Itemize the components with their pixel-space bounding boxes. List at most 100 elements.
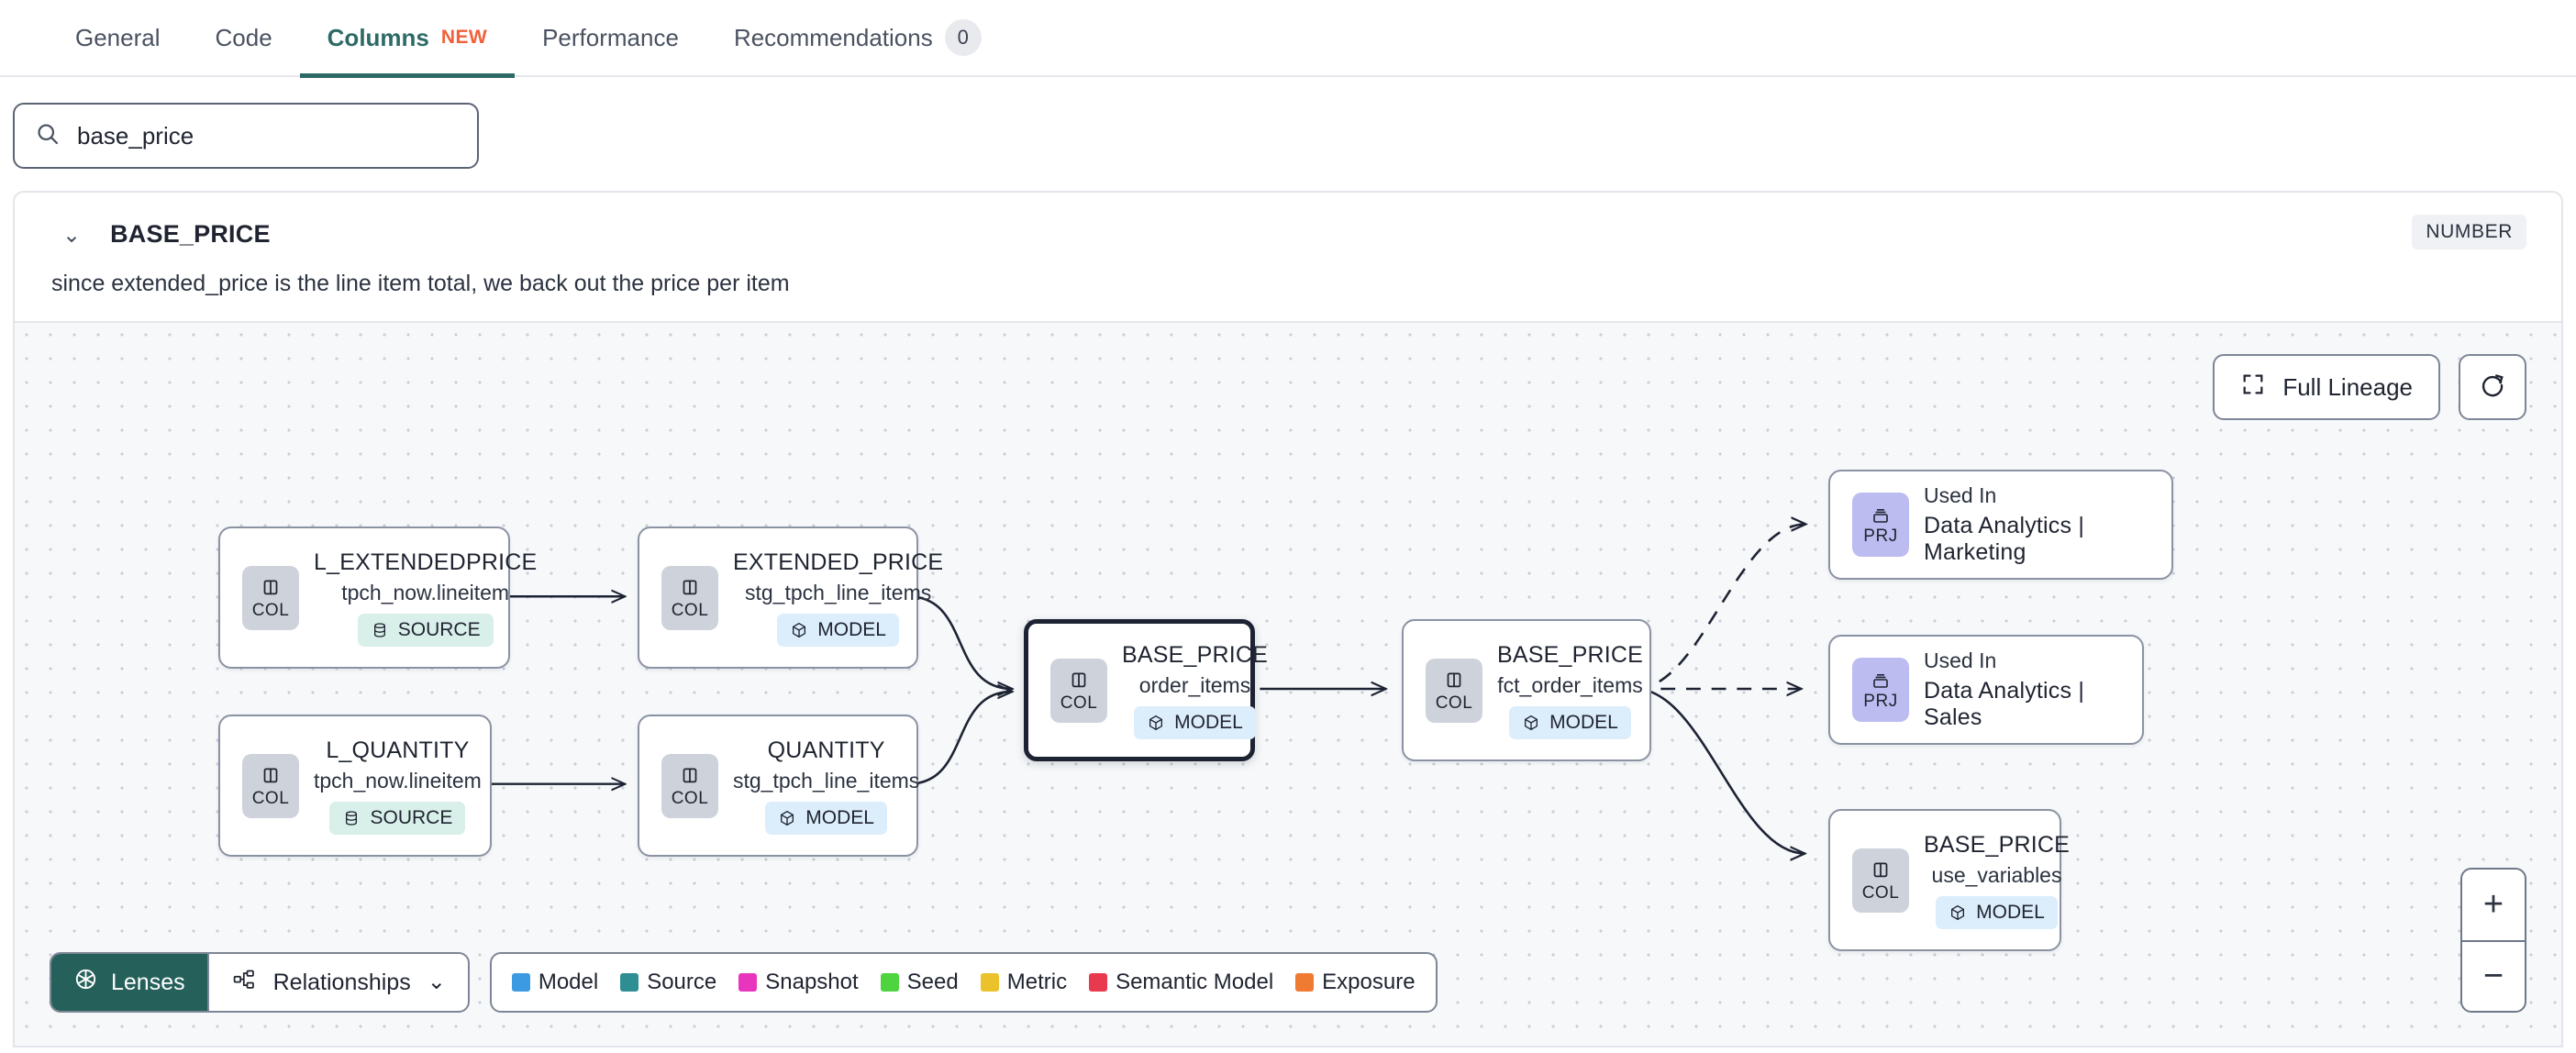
chevron-down-icon: ⌄ — [427, 969, 446, 994]
tab-label: Code — [215, 23, 272, 51]
tab-bar: General Code Columns NEW Performance Rec… — [0, 0, 2576, 78]
column-name: BASE_PRICE — [110, 220, 271, 248]
full-lineage-button[interactable]: Full Lineage — [2213, 354, 2440, 420]
zoom-in-button[interactable]: + — [2482, 885, 2504, 924]
database-icon — [346, 810, 358, 826]
node-subtitle: use_variables — [1931, 862, 2062, 887]
relationships-label: Relationships — [272, 969, 411, 995]
node-pill-label: SOURCE — [370, 806, 453, 828]
lineage-node-l-extendedprice[interactable]: COL L_EXTENDEDPRICE tpch_now.lineitem SO… — [218, 526, 537, 669]
legend-item-model: Model — [511, 970, 599, 995]
node-project-name: Data Analytics | Sales — [1924, 678, 2085, 730]
chevron-down-icon[interactable]: ⌄ — [62, 222, 82, 248]
search-box[interactable] — [13, 103, 479, 169]
tab-code[interactable]: Code — [188, 0, 300, 76]
lineage-edges — [484, 323, 2561, 1046]
node-pill-label: SOURCE — [397, 618, 481, 640]
lineage-node-base-price-order-items[interactable]: COL BASE_PRICE order_items MODEL — [1024, 619, 1268, 761]
aperture-icon — [73, 967, 98, 998]
legend-label: Exposure — [1322, 970, 1416, 994]
legend-item-exposure: Exposure — [1295, 970, 1416, 995]
lineage-node-base-price-use-variables[interactable]: COL BASE_PRICE use_variables MODEL — [1828, 809, 2070, 951]
tab-columns[interactable]: Columns NEW — [299, 0, 516, 78]
tab-label: Recommendations — [733, 23, 933, 51]
legend-swatch — [880, 973, 899, 992]
column-header: ⌄ BASE_PRICE NUMBER — [15, 193, 2561, 249]
legend-label: Source — [647, 970, 717, 994]
node-title: BASE_PRICE — [1497, 641, 1644, 668]
node-kind-label: COL — [1435, 693, 1473, 713]
legend-swatch — [1295, 973, 1315, 992]
node-body: EXTENDED_PRICE stg_tpch_line_items MODEL — [733, 549, 967, 647]
lineage-node-extended-price[interactable]: COL EXTENDED_PRICE stg_tpch_line_items M… — [638, 526, 943, 669]
column-panel: ⌄ BASE_PRICE NUMBER since extended_price… — [13, 191, 2563, 1047]
node-body: Used In Data Analytics | Sales — [1924, 648, 2142, 731]
node-pill-label: MODEL — [1549, 711, 1618, 733]
refresh-icon — [2479, 371, 2506, 404]
node-title: BASE_PRICE — [1122, 641, 1269, 668]
node-kind-label: COL — [251, 600, 290, 620]
lineage-node-project-sales[interactable]: PRJ Used In Data Analytics | Sales — [1828, 635, 2144, 745]
legend-item-seed: Seed — [880, 970, 959, 995]
node-body: L_QUANTITY tpch_now.lineitem SOURCE — [314, 737, 505, 835]
column-icon: COL — [1852, 848, 1909, 913]
node-kind-label: PRJ — [1863, 526, 1898, 546]
hierarchy-icon — [231, 968, 257, 998]
node-subtitle: fct_order_items — [1497, 672, 1643, 697]
lineage-legend: Model Source Snapshot Seed Metric — [489, 952, 1438, 1013]
tab-label: General — [75, 23, 161, 51]
refresh-button[interactable] — [2459, 354, 2526, 420]
project-icon: PRJ — [1852, 658, 1909, 722]
legend-swatch — [738, 973, 758, 992]
database-icon — [373, 622, 385, 637]
relationships-dropdown[interactable]: Relationships ⌄ — [206, 954, 468, 1011]
canvas-bottom-toolbar: Lenses Relationships ⌄ — [50, 952, 1438, 1013]
node-kind-label: COL — [671, 788, 709, 808]
node-type-pill: MODEL — [777, 613, 899, 647]
legend-item-metric: Metric — [980, 970, 1067, 995]
cube-icon — [1525, 715, 1538, 730]
node-subtitle: tpch_now.lineitem — [314, 768, 482, 793]
lenses-relationships-group: Lenses Relationships ⌄ — [50, 952, 470, 1013]
node-body: BASE_PRICE fct_order_items MODEL — [1497, 642, 1667, 739]
legend-label: Model — [538, 970, 599, 994]
column-icon: COL — [1426, 658, 1482, 723]
node-pill-label: MODEL — [817, 618, 886, 640]
node-subtitle: order_items — [1138, 672, 1251, 697]
column-icon: COL — [661, 753, 718, 818]
tab-label: Columns — [327, 23, 429, 51]
node-type-pill: MODEL — [765, 801, 887, 835]
column-icon: COL — [242, 565, 299, 630]
column-icon: COL — [1050, 658, 1107, 723]
legend-item-snapshot: Snapshot — [738, 970, 859, 995]
full-lineage-label: Full Lineage — [2282, 372, 2413, 401]
lenses-button[interactable]: Lenses — [51, 954, 207, 1011]
lineage-node-quantity[interactable]: COL QUANTITY stg_tpch_line_items MODEL — [638, 715, 920, 857]
column-icon: COL — [242, 753, 299, 818]
node-body: BASE_PRICE use_variables MODEL — [1924, 832, 2093, 929]
cube-icon — [793, 622, 806, 637]
tab-recommendations[interactable]: Recommendations 0 — [706, 0, 1009, 76]
search-row — [0, 77, 2576, 191]
node-title: EXTENDED_PRICE — [733, 549, 944, 575]
lineage-node-base-price-fct-order-items[interactable]: COL BASE_PRICE fct_order_items MODEL — [1402, 619, 1651, 761]
canvas-top-controls: Full Lineage — [2213, 354, 2526, 420]
lineage-node-l-quantity[interactable]: COL L_QUANTITY tpch_now.lineitem SOURCE — [218, 715, 492, 857]
tab-general[interactable]: General — [48, 0, 188, 76]
node-kind-label: COL — [251, 788, 290, 808]
legend-item-semantic-model: Semantic Model — [1089, 970, 1273, 995]
node-body: BASE_PRICE order_items MODEL — [1122, 642, 1292, 739]
node-type-pill: SOURCE — [357, 613, 494, 647]
lineage-node-project-marketing[interactable]: PRJ Used In Data Analytics | Marketing — [1828, 470, 2173, 580]
cube-icon — [781, 810, 794, 826]
node-subtitle: tpch_now.lineitem — [341, 580, 510, 604]
node-subtitle: stg_tpch_line_items — [744, 580, 932, 604]
legend-swatch — [511, 973, 530, 992]
node-subtitle: stg_tpch_line_items — [733, 768, 920, 793]
node-pill-label: MODEL — [805, 806, 874, 828]
node-title: L_QUANTITY — [326, 737, 470, 763]
zoom-out-button[interactable]: − — [2462, 940, 2525, 1011]
lineage-canvas[interactable]: COL L_EXTENDEDPRICE tpch_now.lineitem SO… — [15, 321, 2561, 1046]
tab-performance[interactable]: Performance — [515, 0, 706, 76]
search-input[interactable] — [77, 121, 457, 150]
